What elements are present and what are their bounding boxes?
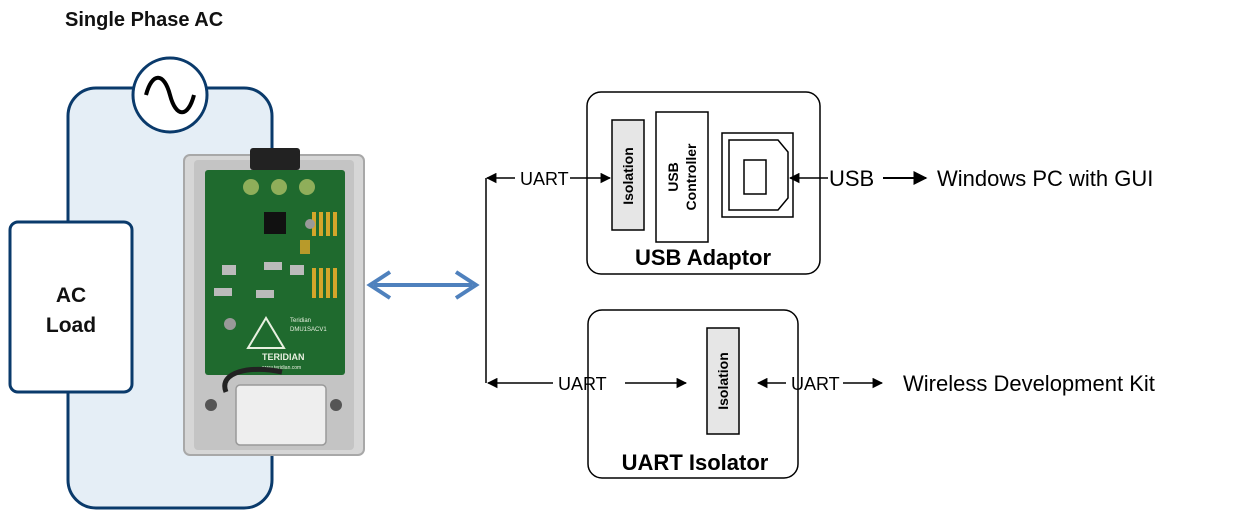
top-connector [250, 148, 300, 170]
uart-isolator: Isolation UART Isolator [587, 309, 799, 479]
uart-isolation-block [706, 327, 740, 435]
led [243, 179, 259, 195]
led [271, 179, 287, 195]
uart-usb-in-label: UART [520, 169, 569, 189]
uart-to-wireless-link: UART Wireless Development Kit [756, 371, 1155, 396]
uart-isolation-label: Isolation [715, 352, 731, 410]
diagram-title: Single Phase AC [65, 9, 223, 31]
uart-isolator-label: UART Isolator [622, 450, 769, 475]
current-sensor-clamp [235, 384, 327, 446]
screw [205, 399, 217, 411]
usb-isolation-label: Isolation [620, 147, 636, 205]
board-site: www.teridian.com [262, 365, 301, 371]
usb-b-port-icon [721, 132, 794, 218]
usb-adaptor-label: USB Adaptor [635, 245, 772, 270]
ic-chip [264, 212, 286, 234]
uart-to-isolator-link: UART [486, 374, 688, 394]
warning-logo-icon [246, 316, 286, 349]
ac-load-line1: AC [56, 284, 86, 307]
board-model-line1: Teridian [290, 318, 311, 324]
ac-source-icon [131, 56, 209, 134]
ac-load-line2: Load [46, 314, 96, 337]
uart-isolator-out-label: UART [791, 374, 840, 394]
wireless-target-label: Wireless Development Kit [903, 371, 1155, 396]
usb-controller-line2: Controller [683, 143, 699, 210]
uart-to-usb-link: UART [485, 169, 612, 189]
usb-out-label: USB [829, 166, 874, 191]
bidirectional-arrow-icon [366, 270, 480, 300]
screw [330, 399, 342, 411]
pc-target-label: Windows PC with GUI [937, 166, 1153, 191]
usb-isolation-block [611, 119, 645, 231]
uart-isolator-box [587, 309, 799, 479]
usb-controller-block [655, 111, 709, 243]
meter-module: Teridian DMU1SACV1 TERIDIAN www.teridian… [183, 148, 365, 456]
usb-to-pc-link: USB Windows PC with GUI [788, 166, 1153, 191]
led [299, 179, 315, 195]
board-model-line2: DMU1SACV1 [290, 327, 327, 333]
board-brand: TERIDIAN [262, 352, 305, 362]
uart-isolator-in-label: UART [558, 374, 607, 394]
ac-load-box: AC Load [8, 220, 134, 394]
usb-controller-line1: USB [665, 162, 681, 192]
sensor-cable [222, 366, 283, 393]
usb-adaptor: Isolation USB Controller USB Adaptor [586, 91, 821, 275]
